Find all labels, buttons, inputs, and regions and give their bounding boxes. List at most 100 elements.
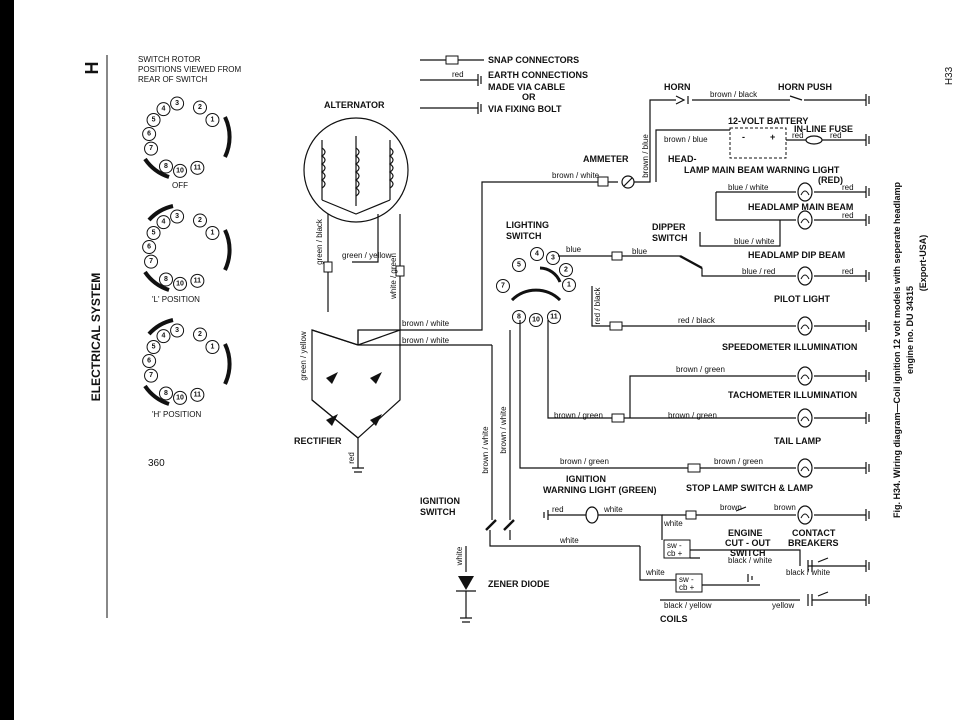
alternator: ALTERNATOR	[303, 100, 409, 223]
wire-brown-white-5: brown / white	[499, 406, 508, 454]
rotor-terminal	[142, 240, 157, 255]
stop-label: STOP LAMP SWITCH & LAMP	[686, 483, 813, 493]
rotor-terminal-number: 10	[176, 394, 184, 401]
rotor-terminal-number: 6	[147, 131, 151, 138]
rotor-terminal	[205, 340, 220, 354]
rotor-terminal	[146, 226, 161, 240]
wire-white-coil: white	[645, 568, 665, 577]
wire-white-ign: white	[603, 505, 623, 514]
contact-label-1: CONTACT	[792, 528, 836, 538]
rotor-terminal-number: 10	[176, 167, 184, 174]
rotor-terminal-number: 11	[194, 277, 202, 284]
wire-green-black: green / black	[315, 218, 324, 265]
rotor-contact-arc	[223, 116, 232, 158]
ign-warn-label-1: IGNITION	[566, 474, 606, 484]
rotor-terminal	[156, 102, 171, 117]
wire-black-white-1: black / white	[728, 556, 773, 565]
wire-white-ignsw: white	[559, 536, 579, 545]
cutout-label-3: SWITCH	[730, 548, 766, 558]
coil-2-sw: sw -	[679, 575, 694, 584]
wire-white-stop: white	[663, 519, 683, 528]
coils-label: COILS	[660, 614, 688, 624]
wire-brown-green-3: brown / green	[668, 411, 717, 420]
lamp-bulb-icon	[797, 316, 813, 336]
wire-yellow: yellow	[772, 601, 794, 610]
wire-red-warn: red	[842, 183, 854, 192]
legend-earth-1: EARTH CONNECTIONS	[488, 70, 588, 80]
switch-terminal-number: 7	[501, 283, 505, 290]
switch-terminal	[547, 310, 561, 324]
rotor-terminal-number: 4	[162, 219, 166, 226]
switch-terminal	[559, 263, 573, 277]
rotor-terminal-number: 11	[194, 164, 202, 171]
horn-label: HORN	[664, 82, 691, 92]
tacho-label: TACHOMETER ILLUMINATION	[728, 390, 857, 400]
rotor-terminal	[193, 213, 207, 228]
wire-blue-red: blue / red	[742, 267, 775, 276]
wire-red-ign: red	[552, 505, 564, 514]
rotor-caption-l: 'L' POSITION	[152, 295, 200, 304]
lamp-bulb-icon	[797, 505, 813, 525]
wire-green-yellow-a: green / yellow	[342, 251, 392, 260]
rotor-terminal-number: 1	[210, 117, 214, 124]
ign-warn-label-2: WARNING LIGHT (GREEN)	[543, 485, 657, 495]
rotor-contact-arc	[223, 229, 232, 271]
wire-brown-stop-1: brown	[720, 503, 742, 512]
switch-note-line-2: POSITIONS VIEWED FROM	[138, 65, 241, 74]
page-edge-bar	[0, 0, 14, 720]
switch-contact-arc	[539, 266, 562, 283]
wire-brown-blue-1: brown / blue	[641, 134, 650, 178]
rotor-terminal	[144, 254, 159, 269]
lamp-symbols	[797, 182, 813, 525]
rotor-terminal-number: 10	[176, 280, 184, 287]
switch-contact-arc	[510, 288, 562, 302]
rotor-contact-arc	[143, 384, 170, 406]
switch-terminal-number: 2	[564, 267, 568, 274]
wire-brown-green-4: brown / green	[560, 457, 609, 466]
rotor-terminal	[205, 226, 220, 240]
rotor-terminal	[205, 113, 220, 127]
dip-beam-label: HEADLAMP DIP BEAM	[748, 250, 845, 260]
rotor-terminal	[156, 329, 171, 344]
wire-black-yellow: black / yellow	[664, 601, 712, 610]
wire-red-fuse-2: red	[830, 131, 842, 140]
rectifier: RECTIFIER red	[294, 329, 401, 473]
rotor-terminal-number: 1	[210, 230, 214, 237]
ammeter-label: AMMETER	[583, 154, 629, 164]
zener-diode: ZENER DIODE	[456, 576, 550, 623]
legend-earth-2: MADE VIA CABLE	[488, 82, 565, 92]
corner-reference: H33	[944, 66, 955, 85]
rotor-terminal	[170, 323, 185, 338]
rotor-terminal	[144, 141, 159, 156]
switch-terminal-number: 8	[517, 314, 521, 321]
rotor-terminal-number: 3	[175, 213, 179, 220]
fuse-label: IN-LINE FUSE	[794, 124, 853, 134]
wire-brown-white-4: brown / white	[481, 426, 490, 474]
wire-black-white-2: black / white	[786, 568, 831, 577]
rotor-terminal	[170, 209, 185, 224]
rotor-terminal	[144, 368, 159, 383]
contact-label-2: BREAKERS	[788, 538, 839, 548]
rotor-terminal	[146, 340, 161, 354]
switch-terminal	[546, 251, 560, 265]
rotor-terminal	[142, 354, 157, 369]
rotor-terminal-number: 5	[152, 344, 156, 351]
rotor-contact-arc	[143, 157, 170, 179]
switch-terminal-number: 4	[535, 251, 539, 258]
rotor-terminal	[156, 215, 171, 230]
page-number: 360	[148, 458, 165, 469]
main-beam-label: HEADLAMP MAIN BEAM	[748, 202, 853, 212]
lamp-bulb-icon	[797, 266, 813, 286]
wire-red-black-2: red / black	[678, 316, 716, 325]
wire-brown-white-2: brown / white	[402, 336, 450, 345]
head-warn-3: (RED)	[818, 175, 843, 185]
switch-terminal	[562, 278, 576, 292]
rotor-terminal	[146, 113, 161, 127]
rotor-caption-h: 'H' POSITION	[152, 410, 202, 419]
rotor-terminal-number: 7	[149, 258, 153, 265]
switch-terminal	[530, 247, 544, 261]
rotor-terminal-number: 8	[164, 276, 168, 283]
wire-blue-white-1: blue / white	[728, 183, 769, 192]
